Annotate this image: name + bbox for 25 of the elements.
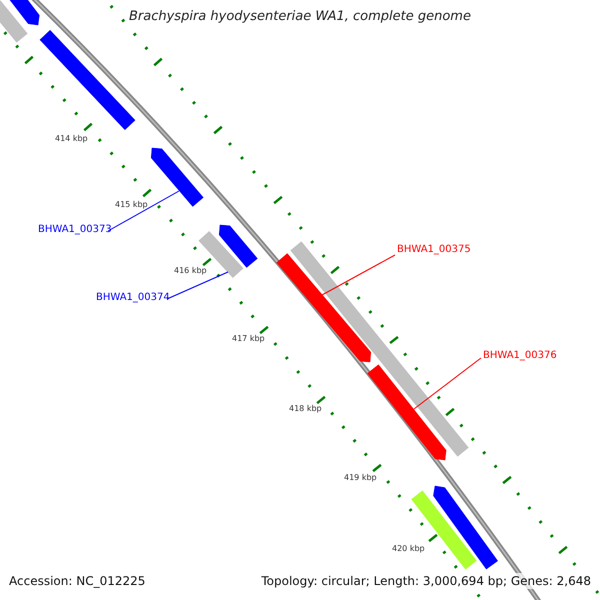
leader-line — [166, 272, 228, 300]
gene-label: BHWA1_00374 — [96, 292, 170, 303]
scale-label: 417 kbp — [232, 334, 265, 343]
gene-feature — [276, 253, 372, 362]
gene-feature — [150, 148, 204, 207]
scale-label: 415 kbp — [115, 200, 148, 209]
leader-line — [414, 358, 482, 410]
gene-label: BHWA1_00375 — [397, 244, 471, 255]
gene-feature — [367, 364, 446, 460]
gene-feature — [218, 224, 258, 268]
gene-feature — [9, 0, 40, 26]
scale-label: 420 kbp — [392, 544, 425, 553]
title: Brachyspira hyodysenteriae WA1, complete genome — [128, 9, 472, 24]
gene-feature — [411, 490, 477, 570]
scale-label: 418 kbp — [289, 404, 322, 413]
scale-label: 416 kbp — [174, 266, 207, 275]
scale-label: 419 kbp — [344, 473, 377, 482]
gene-label: BHWA1_00376 — [483, 350, 557, 361]
leader-line — [108, 190, 180, 232]
leader-line — [322, 254, 396, 296]
gene-feature — [290, 241, 469, 457]
gene-feature — [40, 30, 136, 130]
gene-feature — [433, 486, 498, 570]
gene-label: BHWA1_00373 — [38, 224, 112, 235]
gene-feature — [0, 0, 28, 43]
